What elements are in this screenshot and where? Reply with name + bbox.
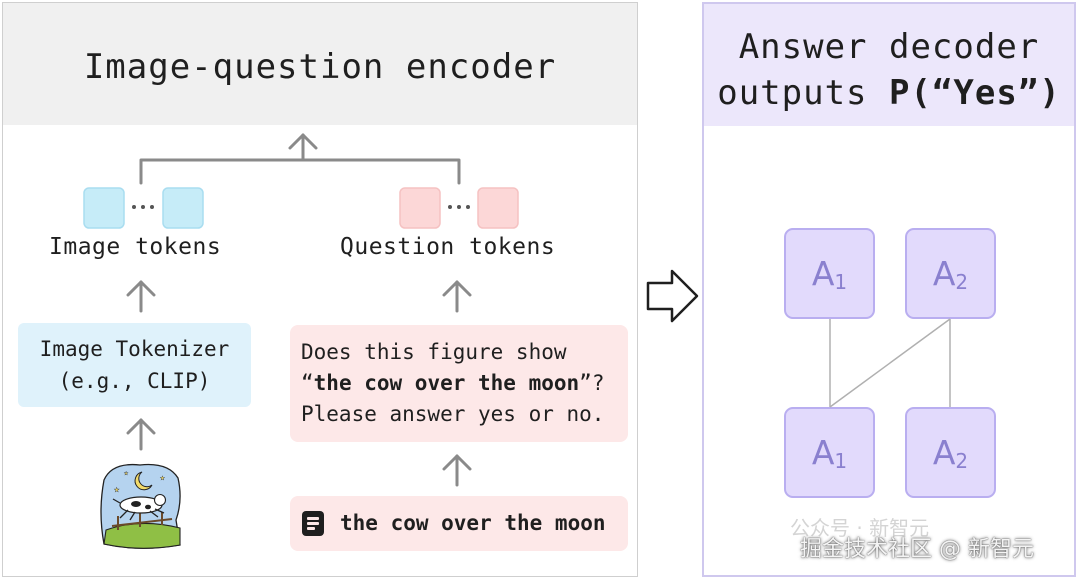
- answer-node-a1-top: A1: [784, 228, 875, 319]
- watermark-juejin: 掘金技术社区 @ 新智元: [800, 537, 1034, 562]
- up-arrow-image-to-tokenizer: [126, 418, 156, 451]
- image-token-square: [162, 187, 204, 229]
- encoder-title: Image-question encoder: [83, 47, 557, 87]
- decoder-panel: Answer decoder outputs P(“Yes”): [702, 2, 1076, 577]
- question-line-2: “the cow over the moon”?: [301, 368, 628, 399]
- answer-node-a2-bottom: A2: [905, 407, 996, 498]
- caption-box: the cow over the moon: [290, 496, 628, 551]
- answer-node-a2-top: A2: [905, 228, 996, 319]
- quote-close: ”?: [579, 371, 605, 395]
- question-bold-text: the cow over the moon: [313, 371, 580, 395]
- decoder-title-line2: outputs: [717, 73, 889, 113]
- node-letter: A: [811, 254, 835, 293]
- caption-text: the cow over the moon: [340, 511, 606, 535]
- decoder-header: Answer decoder outputs P(“Yes”): [704, 4, 1074, 126]
- decoder-connections: [829, 318, 951, 408]
- decoder-title-prob: P(“Yes”): [889, 73, 1061, 113]
- question-token-ellipsis: [448, 205, 470, 209]
- document-icon: [302, 511, 324, 536]
- svg-text:★: ★: [114, 485, 120, 495]
- decoder-title: Answer decoder outputs P(“Yes”): [704, 24, 1074, 116]
- node-letter: A: [932, 254, 956, 293]
- watermark-wechat: 公众号 · 新智元: [790, 516, 930, 540]
- right-arrow-icon: [646, 269, 699, 323]
- image-tokens-label: Image tokens: [49, 234, 222, 260]
- cow-moon-illustration: ★ ★ ★: [100, 463, 181, 549]
- tokenizer-name: Image Tokenizer: [39, 337, 230, 361]
- image-token-ellipsis: [132, 205, 154, 209]
- up-arrow-caption-to-question: [442, 454, 472, 487]
- quote-open: “: [301, 371, 314, 395]
- image-tokenizer-box: Image Tokenizer (e.g., CLIP): [18, 323, 251, 407]
- node-letter: A: [932, 433, 956, 472]
- svg-text:★: ★: [124, 469, 129, 477]
- node-subscript: 1: [834, 270, 848, 294]
- node-letter: A: [811, 433, 835, 472]
- up-arrow-question-to-tokens: [442, 280, 472, 313]
- answer-node-a1-bottom: A1: [784, 407, 875, 498]
- question-line-1: Does this figure show: [301, 340, 567, 364]
- image-token-square: [83, 187, 125, 229]
- merge-arrow: [139, 133, 461, 185]
- up-arrow-tokenizer-to-tokens: [126, 280, 156, 313]
- node-subscript: 1: [834, 449, 848, 473]
- question-tokens-label: Question tokens: [340, 234, 556, 260]
- encoder-header: Image-question encoder: [3, 3, 637, 125]
- node-subscript: 2: [955, 449, 969, 473]
- node-subscript: 2: [955, 270, 969, 294]
- question-prompt-box: Does this figure show “the cow over the …: [290, 325, 628, 442]
- svg-text:★: ★: [160, 473, 165, 482]
- question-line-3: Please answer yes or no.: [301, 402, 605, 426]
- question-token-square: [477, 187, 519, 229]
- question-token-square: [399, 187, 441, 229]
- tokenizer-example: (e.g., CLIP): [58, 369, 211, 393]
- decoder-title-line1: Answer decoder: [738, 27, 1040, 67]
